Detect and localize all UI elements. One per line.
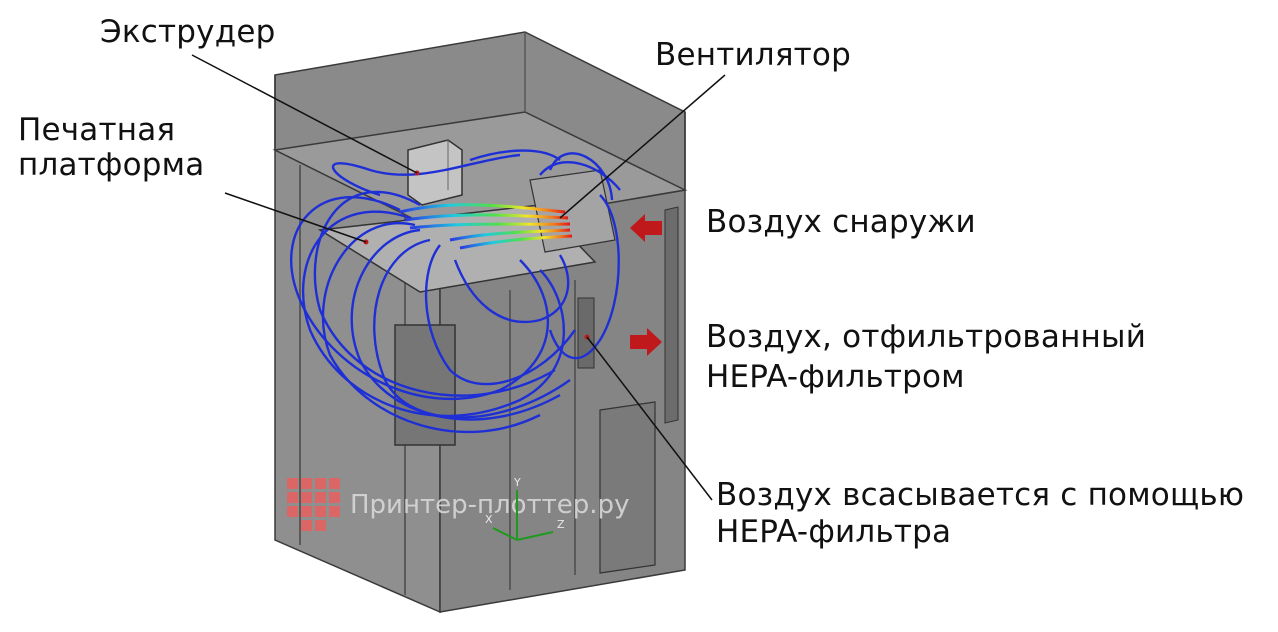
axis-z-label: Z [557, 518, 565, 531]
hepa-box [599, 401, 656, 574]
label-air-filtered-line2: HEPA-фильтром [706, 359, 965, 395]
axis-y-label: Y [513, 476, 521, 489]
axis-x-label: X [485, 513, 493, 526]
enclosure-body [272, 31, 688, 614]
label-platform-line2: платформа [18, 147, 205, 183]
label-air-sucked-line1: Воздух всасывается с помощью [716, 477, 1245, 513]
fan-jet-streamlines [399, 203, 573, 250]
label-air-sucked-line2: HEPA-фильтра [716, 514, 952, 550]
label-platform-line1: Печатная [18, 112, 176, 148]
label-air-outside: Воздух снаружи [706, 204, 976, 240]
label-extruder: Экструдер [100, 14, 276, 50]
hepa-filter-panel [664, 206, 679, 424]
coordinate-triad-icon: Y Z X [485, 476, 565, 541]
air-inflow-arrow-icon [630, 214, 662, 242]
watermark-logo [287, 478, 340, 531]
leader-lines [191, 54, 726, 501]
side-panel [394, 324, 456, 446]
airflow-streamlines [290, 149, 621, 434]
watermark-text: Принтер-плоттер.ру [350, 490, 629, 520]
label-fan: Вентилятор [655, 37, 851, 73]
label-air-filtered-line1: Воздух, отфильтрованный [706, 319, 1147, 355]
air-outflow-arrow-icon [630, 328, 662, 356]
